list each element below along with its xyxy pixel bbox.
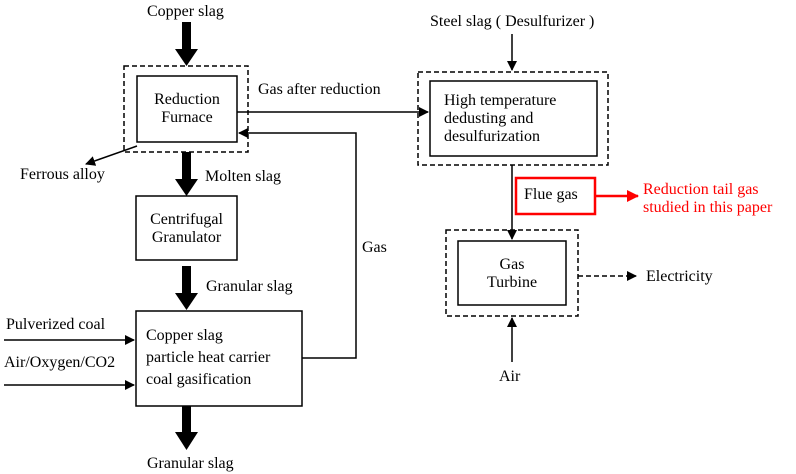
label-reduction-furnace-line-1: Reduction xyxy=(154,91,220,108)
arrow-molten-slag xyxy=(175,152,198,196)
label-copper-slag: Copper slag xyxy=(147,3,224,20)
arrow-granular-slag-bottom xyxy=(175,406,198,450)
arrow-copper-slag xyxy=(175,22,198,66)
label-centrifugal-granulator-line-1: Centrifugal xyxy=(150,211,223,228)
arrow-gas-loop xyxy=(238,128,357,359)
label-reduction-furnace-line-2: Furnace xyxy=(161,109,213,126)
label-gas: Gas xyxy=(362,239,387,256)
label-electricity: Electricity xyxy=(646,268,713,285)
label-centrifugal-granulator: Centrifugal Granulator xyxy=(136,211,237,247)
label-reduction-tail-gas: Reduction tail gas studied in this paper xyxy=(643,181,772,217)
centrifugal-granulator-box xyxy=(135,195,238,261)
label-steel-slag: Steel slag ( Desulfurizer ) xyxy=(430,13,595,30)
label-gas-turbine-line-2: Turbine xyxy=(486,274,538,291)
dedusting-box xyxy=(429,80,598,157)
label-granular-slag-mid: Granular slag xyxy=(206,278,293,295)
label-centrifugal-granulator-line-2: Granulator xyxy=(151,229,222,246)
label-gasification-line-1: Copper slag xyxy=(146,327,223,344)
label-reduction-furnace: Reduction Furnace xyxy=(137,91,237,127)
label-dedusting-line-2: dedusting and xyxy=(444,110,534,127)
label-flue-gas: Flue gas xyxy=(524,186,578,203)
label-dedusting: High temperature dedusting and desulfuri… xyxy=(444,92,556,146)
label-ferrous-alloy: Ferrous alloy xyxy=(20,166,105,183)
dedusting-dashed-box xyxy=(417,71,609,166)
gas-turbine-box xyxy=(457,240,567,306)
label-reduction-tail-gas-line-1: Reduction tail gas xyxy=(643,181,759,198)
arrow-granular-slag-mid xyxy=(175,266,198,310)
gasification-box xyxy=(135,310,303,407)
reduction-furnace-box xyxy=(136,75,238,143)
label-gas-after-reduction: Gas after reduction xyxy=(258,81,381,98)
flue-gas-box xyxy=(514,176,597,216)
label-granular-slag-bottom: Granular slag xyxy=(147,455,234,472)
label-gas-turbine: Gas Turbine xyxy=(458,256,566,292)
label-air: Air xyxy=(499,368,521,385)
label-gasification-line-2: particle heat carrier xyxy=(146,349,271,366)
label-gasification-line-3: coal gasification xyxy=(146,371,252,388)
thick-arrows xyxy=(175,22,198,450)
label-gasification: Copper slag particle heat carrier coal g… xyxy=(146,325,270,391)
label-gas-turbine-line-1: Gas xyxy=(499,256,525,273)
label-dedusting-line-3: desulfurization xyxy=(444,128,540,145)
label-pulverized-coal: Pulverized coal xyxy=(6,316,106,333)
label-molten-slag: Molten slag xyxy=(205,168,281,185)
label-air-oxygen-co2: Air/Oxygen/CO2 xyxy=(4,354,116,371)
label-dedusting-line-1: High temperature xyxy=(444,92,557,109)
arrow-ferrous-alloy xyxy=(85,145,138,166)
label-reduction-tail-gas-line-2: studied in this paper xyxy=(643,199,773,216)
